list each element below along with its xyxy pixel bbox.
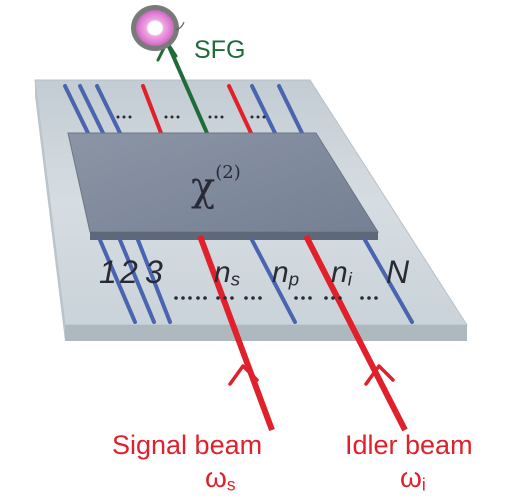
chi2-label: χ(2) [191,162,241,210]
signal-beam-label: Signal beam [112,430,263,460]
waveguide-index-2: 2 [120,254,138,290]
waveguide-index-N: N [386,254,410,290]
idler-beam-label: Idler beam [345,430,473,460]
waveguide-index-3: 3 [145,254,163,290]
signal-omega-subscript: s [226,474,236,495]
idler-beam [303,234,408,432]
np-subscript: p [288,268,300,290]
ni-subscript: i [347,268,352,290]
chi-order: (2) [215,162,241,183]
signal-omega: ω [205,462,227,493]
np-base: n [272,256,289,289]
waveguide-index-1: 1 [99,254,117,290]
idler-frequency: ωi [400,464,426,494]
signal-beam [197,234,275,432]
waveguide-index-ns: ns [214,258,240,289]
ns-subscript: s [230,268,240,290]
nonlinear-crystal [67,132,379,240]
waveguide-index-ni: ni [331,258,352,289]
chi-symbol: χ [191,164,216,210]
sfg-label: SFG [194,36,246,64]
waveguide-index-np: np [272,258,299,289]
ellipsis-dots-front [174,296,378,300]
waveguides-back [63,84,304,135]
signal-frequency: ωs [205,464,236,494]
detector [131,5,185,51]
ellipsis-dots-back [116,115,266,119]
idler-omega-subscript: i [421,474,426,495]
ni-base: n [331,256,348,289]
ns-base: n [214,256,231,289]
idler-omega: ω [400,462,422,493]
waveguides-front [98,238,414,324]
